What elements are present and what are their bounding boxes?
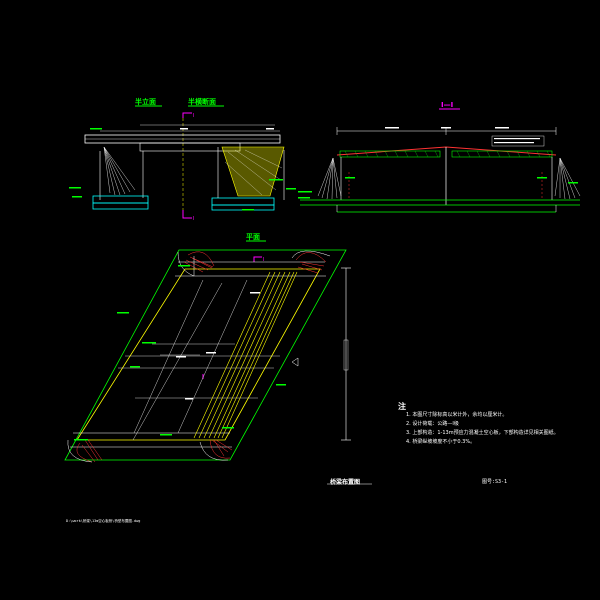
plan-section-mark: I — [263, 257, 264, 263]
section-i-i-view: I—I — [298, 101, 581, 213]
drawing-number: 图号:S3-1 — [482, 479, 508, 485]
file-path-label: D:\work\桥梁\13m空心板桥\桥型布置图.dwg — [66, 519, 141, 523]
note-item: 1. 本图尺寸除标高以米计外，余均以厘米计。 — [406, 412, 508, 418]
half-elevation-title: 半立面 — [135, 97, 156, 106]
plan-view: 平面 I — [64, 233, 351, 463]
drawing-title: 桥梁布置图 — [330, 479, 361, 486]
note-item: 3. 上部构造：1-13m预应力混凝土空心板，下部构造详见相关图纸。 — [406, 430, 559, 436]
section-i-i-title: I—I — [441, 101, 453, 109]
notes-heading: 注 — [398, 402, 406, 411]
plan-title: 平面 — [246, 233, 260, 241]
half-section-title: 半横断面 — [188, 97, 216, 106]
notes-list: 1. 本图尺寸除标高以米计外，余均以厘米计。 2. 设计荷载：公路—Ⅰ级 3. … — [406, 411, 559, 447]
note-item: 4. 桥梁纵坡坡度不小于0.3%。 — [406, 439, 476, 445]
section-mark-bottom: I — [193, 216, 194, 222]
note-item: 2. 设计荷载：公路—Ⅰ级 — [406, 421, 459, 427]
section-mark-top: I — [193, 113, 194, 119]
half-elevation-view: 半立面 半横断面 I I — [69, 97, 296, 222]
